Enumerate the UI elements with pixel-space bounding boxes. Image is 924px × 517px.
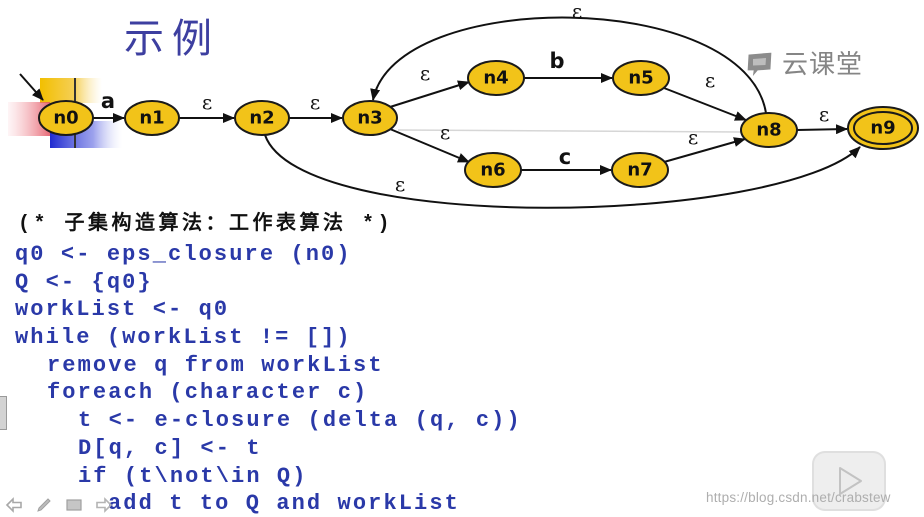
state-circle bbox=[234, 100, 290, 136]
code-line: foreach (character c) bbox=[47, 380, 369, 406]
edge-label: ε bbox=[440, 120, 450, 144]
slide-nav-controls bbox=[5, 497, 113, 513]
edge-arrow bbox=[389, 80, 470, 108]
code-line: q0 <- eps_closure (n0) bbox=[15, 242, 352, 267]
state-circle bbox=[464, 152, 522, 188]
edge-arrow bbox=[389, 128, 470, 163]
state-label: n3 bbox=[357, 108, 382, 129]
screen-icon[interactable] bbox=[65, 497, 83, 513]
code-line: if (t\not\in Q) bbox=[78, 463, 308, 489]
nfa-edge-n2-n3: ε bbox=[289, 90, 343, 123]
edge-arrow bbox=[264, 134, 861, 209]
brand-watermark-text: 云课堂 bbox=[782, 50, 864, 80]
state-circle bbox=[611, 152, 669, 188]
state-circle bbox=[124, 100, 180, 136]
nfa-edge-n7-n8: ε bbox=[663, 125, 746, 163]
code-line: t <- e-closure (delta (q, c)) bbox=[78, 408, 522, 434]
code-line: Q <- {q0} bbox=[15, 269, 153, 295]
state-circle bbox=[740, 112, 798, 148]
nfa-node-n3: n3 bbox=[342, 100, 398, 136]
nfa-edge-n8-n9: ε bbox=[796, 102, 848, 135]
state-label: n9 bbox=[870, 118, 895, 139]
nfa-node-n4: n4 bbox=[467, 60, 525, 96]
nfa-edge-n6-n7: c bbox=[521, 145, 612, 175]
play-icon bbox=[839, 467, 862, 495]
edge-label: ε bbox=[202, 90, 212, 114]
nfa-edge-n3-n6: ε bbox=[389, 120, 470, 163]
faint-guide-line bbox=[397, 129, 741, 133]
state-label: n5 bbox=[628, 68, 653, 89]
arrow-left-icon[interactable] bbox=[5, 497, 23, 513]
edge-label: c bbox=[559, 145, 571, 169]
edge-label: b bbox=[549, 49, 564, 73]
edge-label: ε bbox=[819, 102, 829, 126]
edge-label: ε bbox=[420, 61, 430, 85]
edge-label: ε bbox=[395, 172, 405, 196]
pseudocode-block: q0 <- eps_closure (n0) Q <- {q0} workLis… bbox=[15, 243, 522, 516]
edge-label: ε bbox=[310, 90, 320, 114]
state-circle bbox=[467, 60, 525, 96]
state-circle bbox=[342, 100, 398, 136]
edge-label: ε bbox=[688, 125, 698, 149]
state-label: n4 bbox=[483, 68, 508, 89]
code-line: D[q, c] <- t bbox=[78, 435, 262, 461]
slide-title: 示例 bbox=[124, 16, 220, 62]
side-panel-handle[interactable] bbox=[0, 396, 7, 430]
nfa-node-n2: n2 bbox=[234, 100, 290, 136]
edge-arrow bbox=[663, 87, 747, 121]
state-label: n7 bbox=[627, 160, 652, 181]
nfa-edge-n3-n4: ε bbox=[389, 61, 470, 108]
nfa-edge-n2-n9: ε bbox=[264, 134, 861, 209]
start-arrow bbox=[19, 73, 44, 101]
nfa-node-n9: n9 bbox=[847, 106, 919, 150]
state-circle bbox=[38, 100, 94, 136]
highlight-yellow bbox=[40, 78, 102, 103]
nfa-edge-n1-n2: ε bbox=[179, 90, 235, 123]
edge-label: ε bbox=[572, 0, 582, 23]
nfa-edge-n5-n8: ε bbox=[663, 68, 747, 121]
edge-arrow bbox=[796, 124, 848, 135]
state-circle bbox=[853, 111, 913, 145]
nfa-node-n1: n1 bbox=[124, 100, 180, 136]
state-label: n2 bbox=[249, 108, 274, 129]
algorithm-comment: (* 子集构造算法：工作表算法 *) bbox=[18, 213, 394, 236]
code-line: add t to Q and workList bbox=[108, 491, 460, 517]
state-label: n0 bbox=[53, 108, 78, 129]
arrow-right-icon[interactable] bbox=[95, 497, 113, 513]
play-button[interactable] bbox=[812, 451, 886, 511]
nfa-node-n6: n6 bbox=[464, 152, 522, 188]
nfa-node-n8: n8 bbox=[740, 112, 798, 148]
url-watermark: https://blog.csdn.net/crabstew bbox=[706, 490, 891, 505]
code-line: remove q from workList bbox=[47, 352, 384, 378]
code-line: while (workList != []) bbox=[15, 325, 352, 351]
nfa-diagram: a ε ε ε b ε ε c bbox=[8, 0, 919, 209]
nfa-edge-n4-n5: b bbox=[524, 49, 613, 83]
nfa-edge-n8-n3: ε bbox=[370, 0, 767, 114]
edge-label: a bbox=[101, 89, 115, 113]
state-circle bbox=[612, 60, 670, 96]
edge-arrow bbox=[663, 137, 746, 163]
nfa-node-n0: n0 bbox=[38, 100, 94, 136]
nfa-edge-n0-n1: a bbox=[93, 89, 125, 123]
state-label: n6 bbox=[480, 160, 505, 181]
code-line: workList <- q0 bbox=[15, 297, 230, 323]
cloud-classroom-logo-icon bbox=[746, 51, 773, 80]
pen-icon[interactable] bbox=[35, 497, 53, 513]
nfa-node-n5: n5 bbox=[612, 60, 670, 96]
brand-watermark: 云课堂 bbox=[744, 48, 863, 82]
state-label: n1 bbox=[139, 108, 164, 129]
edge-label: ε bbox=[705, 68, 715, 92]
nfa-node-n7: n7 bbox=[611, 152, 669, 188]
edge-arrow bbox=[370, 16, 767, 114]
state-label: n8 bbox=[756, 120, 781, 141]
